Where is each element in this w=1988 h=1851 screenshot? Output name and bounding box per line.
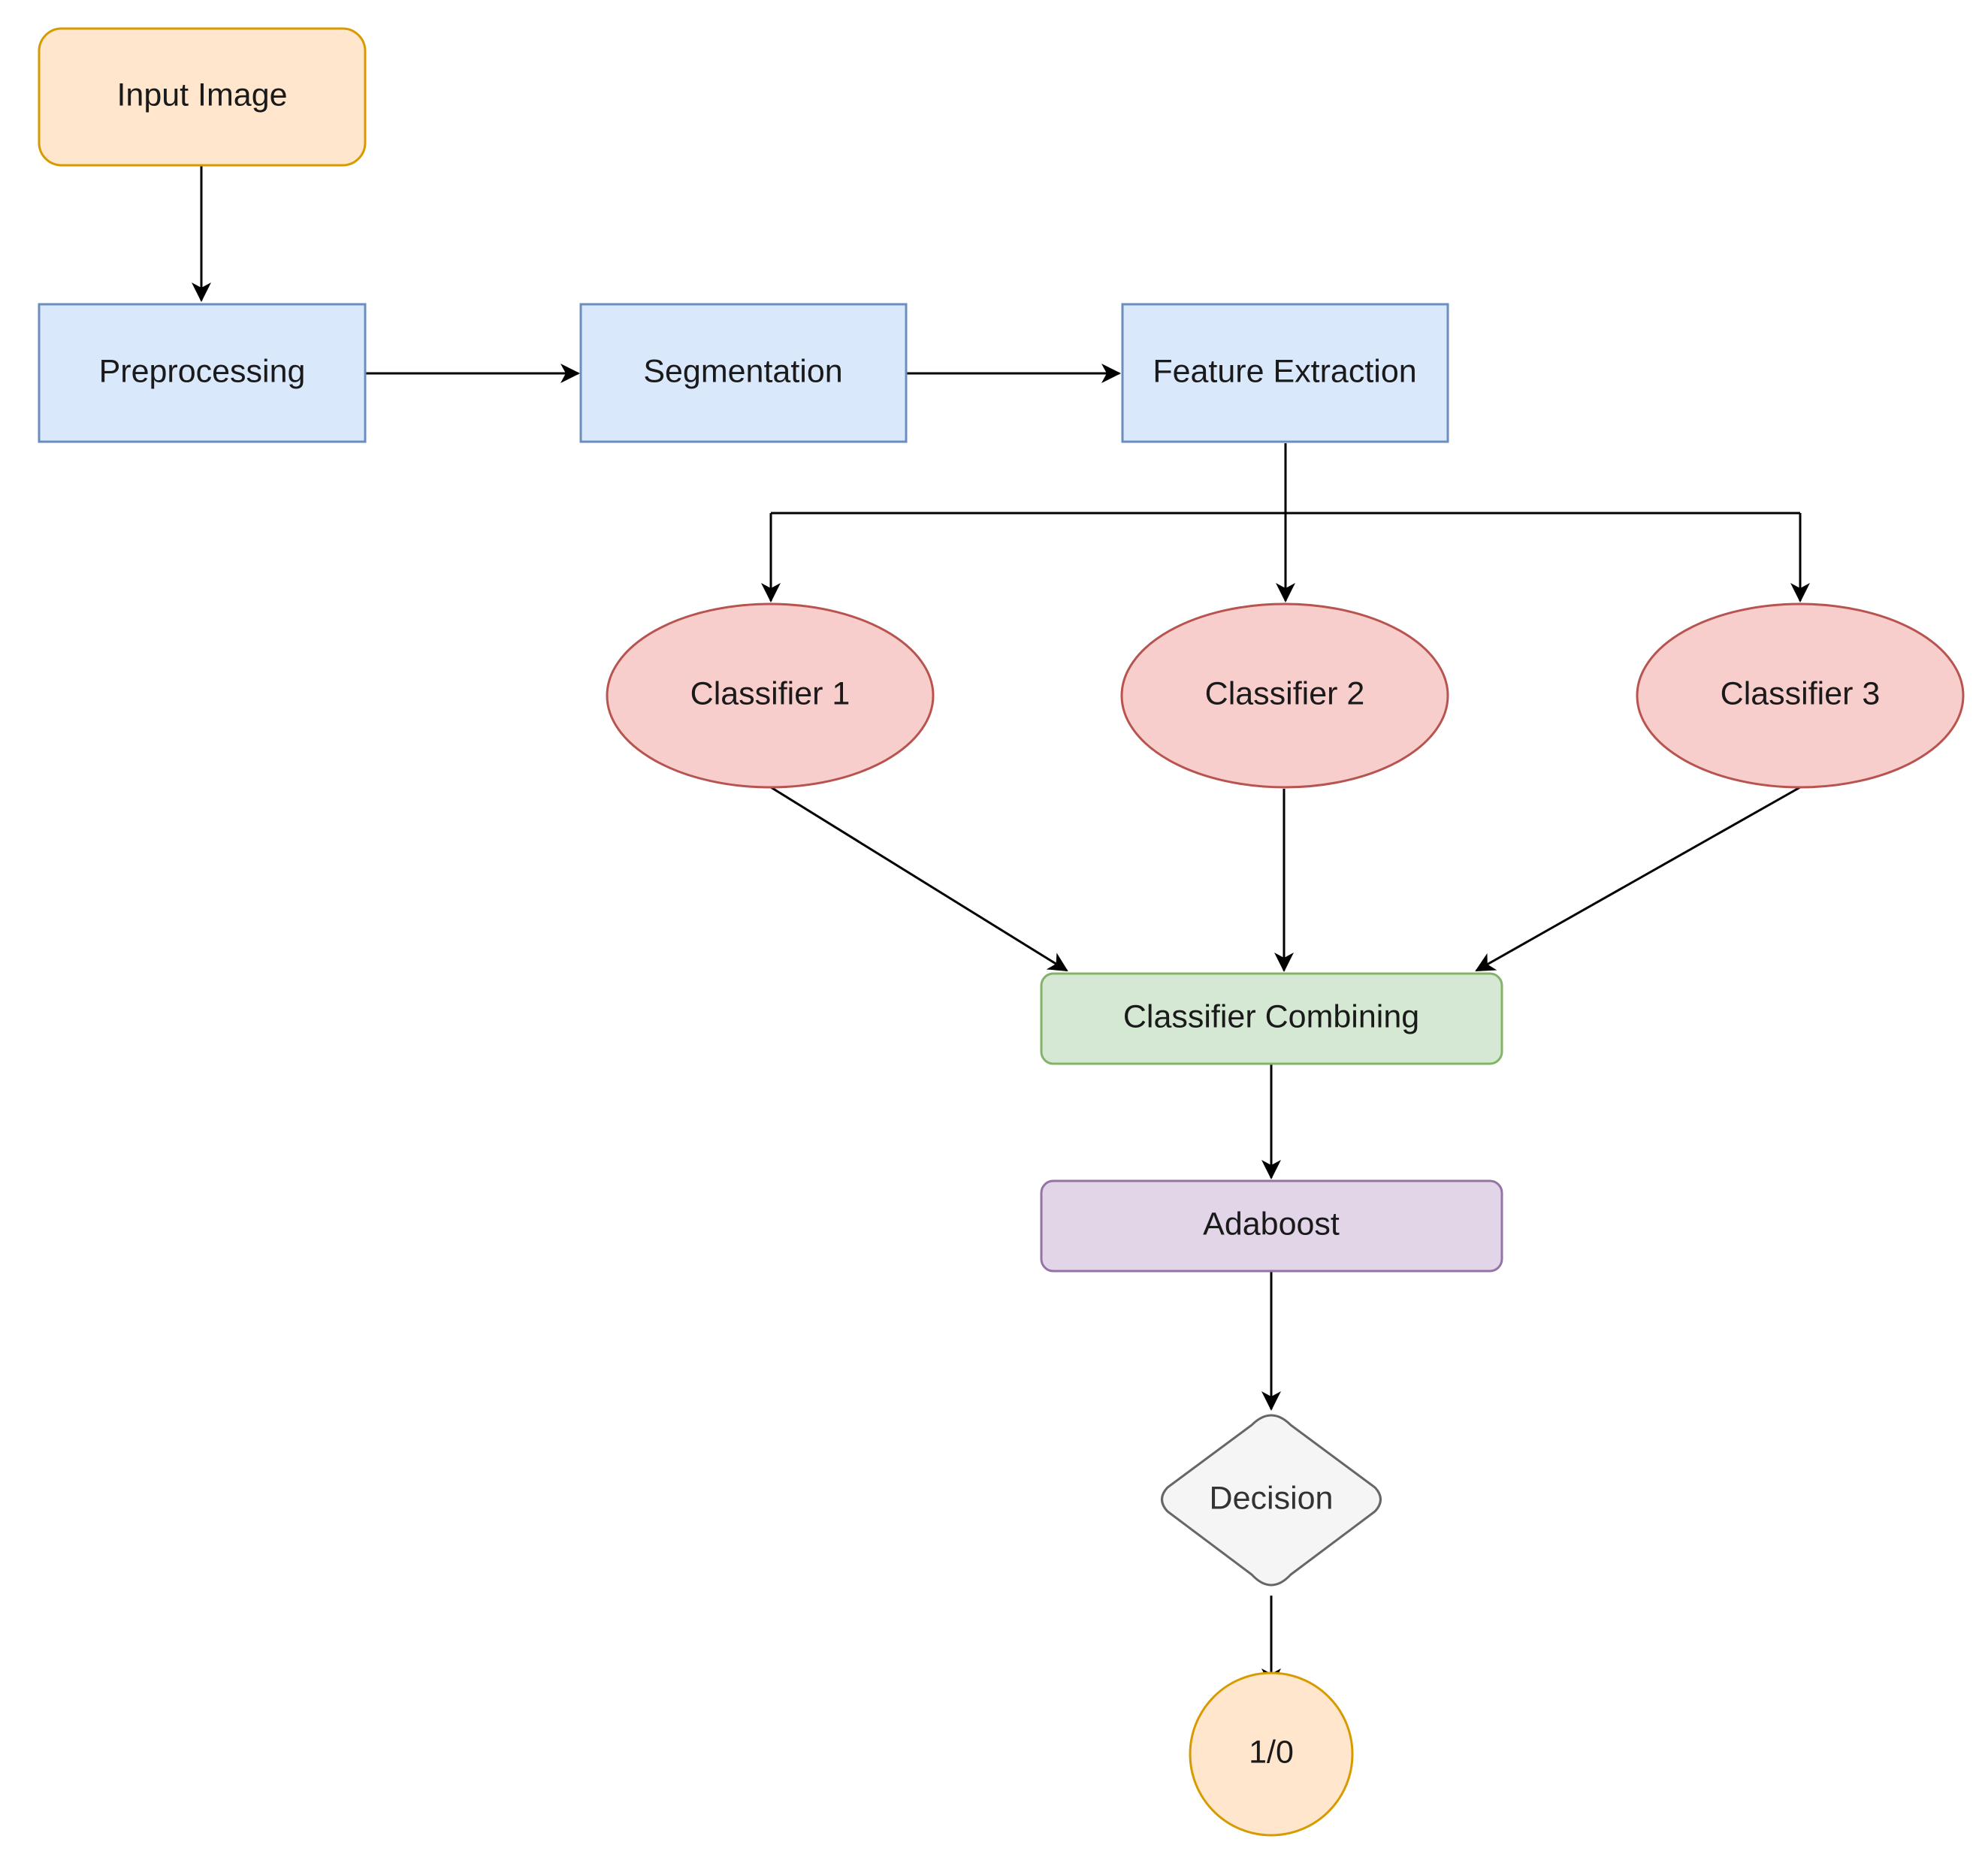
node-output: 1/0 xyxy=(1189,1671,1354,1837)
decision-shape xyxy=(1161,1414,1382,1587)
node-classifier-combining: Classifier Combining xyxy=(1040,972,1503,1065)
node-input-image: Input Image xyxy=(38,27,367,167)
classifier-1-label: Classifier 1 xyxy=(690,675,850,711)
segmentation-shape xyxy=(579,303,908,443)
node-classifier-1: Classifier 1 xyxy=(606,602,935,789)
segmentation-label: Segmentation xyxy=(643,353,842,389)
input-image-shape xyxy=(38,27,367,167)
input-image-label: Input Image xyxy=(116,77,287,113)
adaboost-shape xyxy=(1040,1179,1503,1273)
preprocessing-shape xyxy=(38,303,367,443)
feature-extraction-label: Feature Extraction xyxy=(1153,353,1416,389)
output-label: 1/0 xyxy=(1249,1734,1294,1770)
node-decision: Decision xyxy=(1161,1414,1382,1587)
classifier-3-shape xyxy=(1636,602,1965,789)
classifier-1-shape xyxy=(606,602,935,789)
classifier-3-label: Classifier 3 xyxy=(1721,675,1881,711)
classifier-combining-shape xyxy=(1040,972,1503,1065)
edge-classifier-3-to-combining xyxy=(1475,786,1801,972)
node-preprocessing: Preprocessing xyxy=(38,303,367,443)
output-shape xyxy=(1189,1671,1354,1837)
node-classifier-3: Classifier 3 xyxy=(1636,602,1965,789)
classifier-combining-label: Classifier Combining xyxy=(1123,998,1419,1034)
classifier-2-label: Classifier 2 xyxy=(1205,675,1365,711)
preprocessing-label: Preprocessing xyxy=(99,353,306,389)
node-classifier-2: Classifier 2 xyxy=(1120,602,1449,789)
classifier-2-shape xyxy=(1120,602,1449,789)
node-segmentation: Segmentation xyxy=(579,303,908,443)
node-adaboost: Adaboost xyxy=(1040,1179,1503,1273)
node-feature-extraction: Feature Extraction xyxy=(1121,303,1449,443)
edge-classifier-1-to-combining xyxy=(770,786,1068,972)
edges xyxy=(192,165,1810,1688)
decision-label: Decision xyxy=(1210,1480,1334,1516)
adaboost-label: Adaboost xyxy=(1203,1206,1340,1242)
feature-extraction-shape xyxy=(1121,303,1449,443)
